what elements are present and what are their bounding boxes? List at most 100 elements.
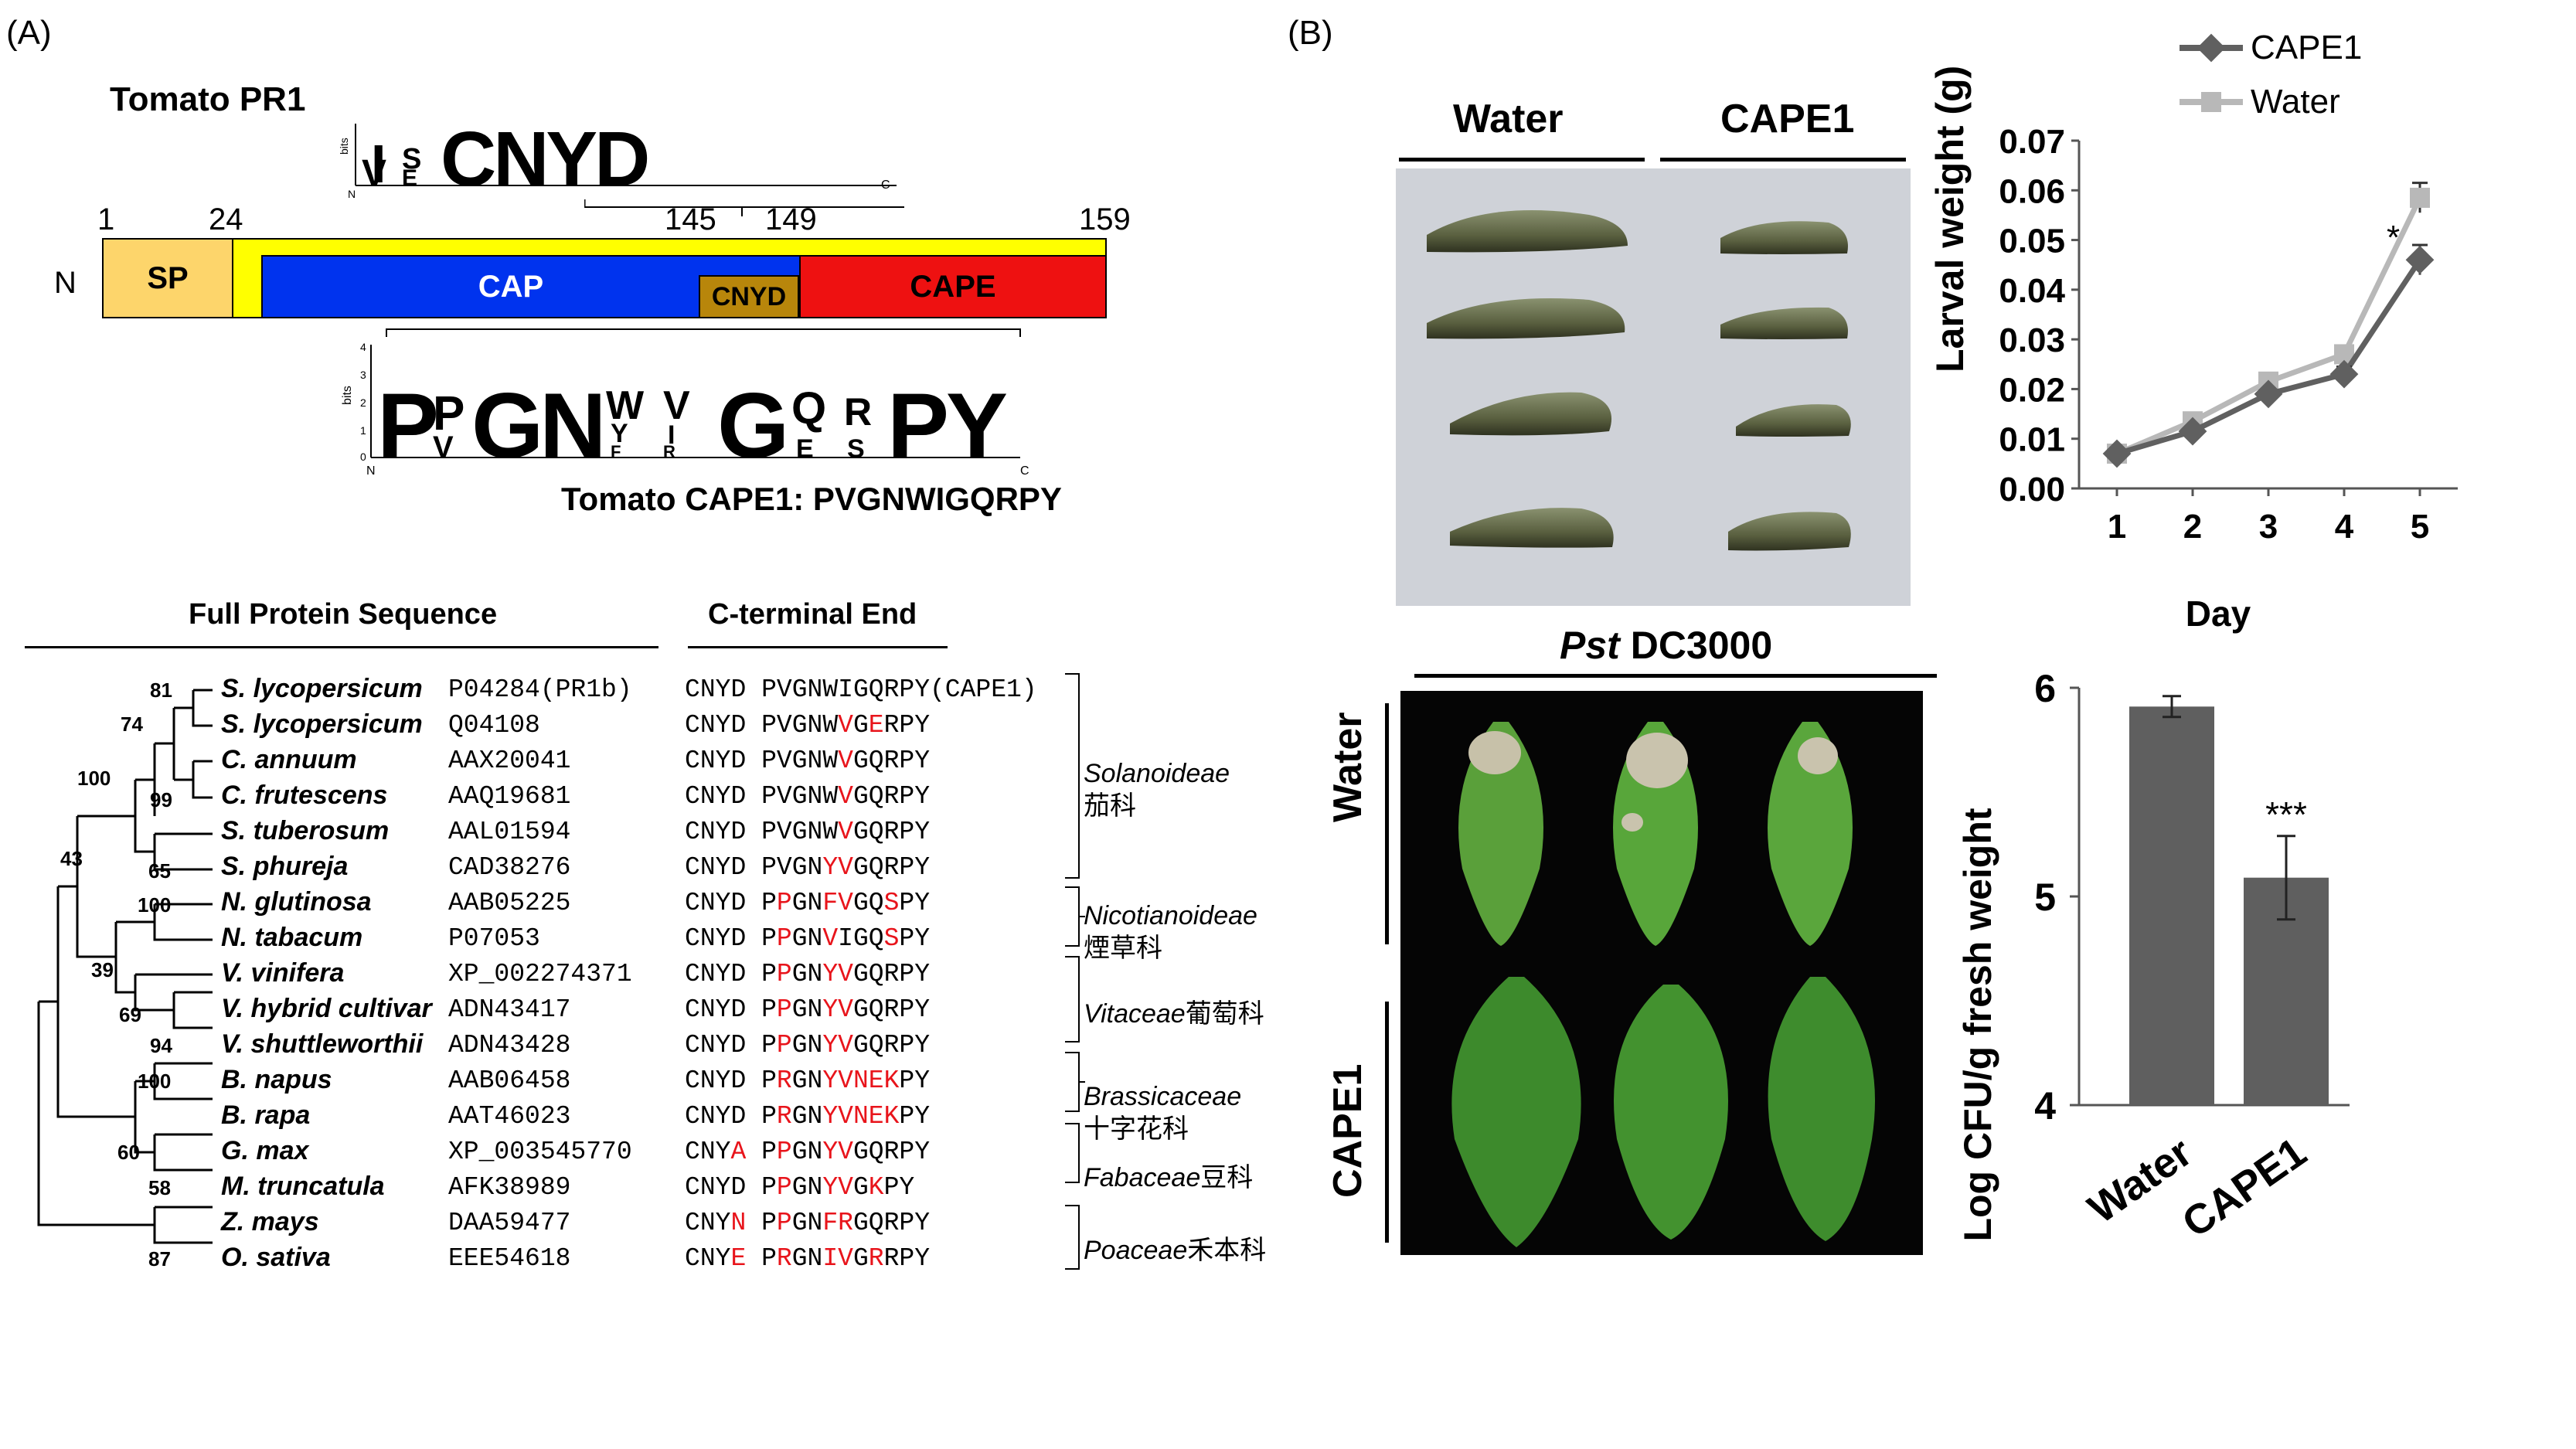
alignment-row: C. annuum AAX20041 CNYD PVGNWVGQRPY [221, 745, 1094, 781]
x-axis-title: Day [2186, 594, 2251, 634]
logo-letter-9: R [844, 390, 872, 434]
c-terminal-sequence: CNYD PPGNYVGKPY [685, 1173, 915, 1202]
c-terminal-sequence: CNYD PRGNYVNEKPY [685, 1066, 930, 1095]
logo-letter-4: N [539, 374, 607, 478]
svg-text:V: V [362, 153, 386, 194]
leaves-water [1458, 722, 1853, 946]
family-brackets [1063, 672, 1087, 1406]
alignment-row: G. max XP_003545770 CNYA PPGNYVGQRPY [221, 1136, 1094, 1172]
bootstrap-94: 94 [150, 1034, 172, 1057]
accession: AAB05225 [448, 889, 571, 917]
cape1-caption: Tomato CAPE1: PVGNWIGQRPY [561, 481, 1062, 517]
accession: ADN43417 [448, 995, 571, 1024]
logo-letter-3: G [471, 374, 543, 478]
c-terminal-sequence: CNYE PRGNIVGRRPY [685, 1244, 930, 1273]
cape-sequence-logo: bits 4 3 2 1 0 P P V G N W Y F V I R G Q… [340, 328, 1036, 490]
svg-text:N: N [366, 464, 376, 478]
significance-star: * [2387, 219, 2400, 257]
svg-text:F: F [611, 442, 621, 461]
bootstrap-65: 65 [148, 859, 171, 883]
larvae-cape1-group [1720, 221, 1851, 551]
legend-cape1: CAPE1 [2180, 29, 2362, 66]
species-name: S. lycopersicum [221, 674, 423, 703]
c-terminal-sequence: CNYD PPGNYVGQRPY [685, 1031, 930, 1060]
species-name: V. shuttleworthii [221, 1029, 424, 1059]
bootstrap-74: 74 [121, 713, 143, 736]
c-terminal-sequence: CNYA PPGNYVGQRPY [685, 1138, 930, 1166]
cnyd-sequence-logo: bits I V S E CNYD C N [338, 108, 970, 216]
bar-y-axis-title: Log CFU/g fresh weight [1956, 808, 1999, 1241]
accession: P04284(PR1b) [448, 675, 632, 704]
y-tick-label: 0.01 [1999, 421, 2065, 459]
point-cape1 [2329, 359, 2359, 389]
bar-y-tick-label: 5 [2034, 876, 2056, 919]
svg-text:S: S [847, 434, 865, 464]
logo-top-axis-label: bits [340, 138, 350, 155]
n-terminus: N [54, 266, 77, 300]
svg-text:I: I [668, 420, 675, 450]
c-terminal-sequence: CNYD PVGNWVGQRPY [685, 747, 930, 775]
larva-cape1-3 [1736, 404, 1851, 437]
species-name: S. tuberosum [221, 816, 390, 845]
bootstrap-100a: 100 [77, 767, 111, 790]
bar-water [2129, 706, 2214, 1105]
accession: P07053 [448, 924, 540, 953]
y-tick-label: 0.02 [1999, 371, 2065, 409]
bootstrap-39: 39 [91, 958, 114, 981]
x-tick-label: 5 [2411, 508, 2429, 546]
photo-header-water: Water [1453, 97, 1564, 141]
family-brassicaceae: Brassicaceae 十字花科 [1084, 1082, 1242, 1144]
species-name: B. napus [221, 1065, 332, 1094]
species-name: V. vinifera [221, 958, 345, 988]
legend-label-cape1: CAPE1 [2251, 29, 2362, 66]
alignment-row: S. lycopersicum P04284(PR1b) CNYD PVGNWIGQ… [221, 674, 1094, 709]
bootstrap-87: 87 [148, 1247, 171, 1270]
pos-149: 149 [765, 202, 817, 236]
sp-domain: SP [102, 238, 233, 318]
accession: AAQ19681 [448, 782, 571, 811]
species-name: G. max [221, 1136, 309, 1165]
pos-159: 159 [1079, 202, 1131, 236]
svg-text:Y: Y [611, 419, 628, 448]
c-terminal-sequence: CNYD PRGNYVNEKPY [685, 1102, 930, 1131]
accession: AAX20041 [448, 747, 571, 775]
svg-text:E: E [402, 165, 417, 191]
bootstrap-100c: 100 [138, 1070, 172, 1093]
y-tick-label: 0.00 [1999, 471, 2065, 509]
logo-letter-8: Q [791, 383, 826, 434]
larvae-water-group [1427, 209, 1628, 548]
c-terminal-sequence: CNYD PVGNWIGQRPY(CAPE1) [685, 675, 1037, 704]
cape-domain: CAPE [799, 255, 1107, 318]
leaf-row-rule-water [1385, 703, 1389, 944]
pr1-domain-diagram: SP CAP CNYD CAPE [102, 238, 1107, 320]
svg-text:2: 2 [360, 396, 366, 409]
logo-letter-7: G [717, 374, 789, 478]
logo-bottom-axis-label: bits [341, 386, 354, 405]
accession: XP_003545770 [448, 1138, 632, 1166]
pst-rule [1414, 674, 1937, 678]
point-cape1 [2102, 439, 2132, 468]
logo-top-letters: CNYD [441, 116, 648, 202]
c-terminal-sequence: CNYD PPGNYVGQRPY [685, 995, 930, 1024]
leaf-cape1-2 [1614, 985, 1728, 1240]
svg-text:E: E [796, 434, 814, 464]
c-terminal-sequence: CNYD PPGNVIGQSPY [685, 924, 930, 953]
leaves-cape1 [1451, 977, 1875, 1247]
bootstrap-69: 69 [119, 1003, 141, 1026]
svg-text:0: 0 [360, 451, 366, 463]
species-name: C. annuum [221, 745, 357, 774]
logo-letter-6: V [663, 383, 690, 428]
panel-b-label: (B) [1288, 14, 1333, 52]
full-seq-header: Full Protein Sequence [189, 598, 498, 631]
leaf-water-1 [1458, 722, 1543, 946]
c-terminal-sequence: CNYD PVGNWVGQRPY [685, 782, 930, 811]
panel-a-label: (A) [6, 14, 52, 52]
